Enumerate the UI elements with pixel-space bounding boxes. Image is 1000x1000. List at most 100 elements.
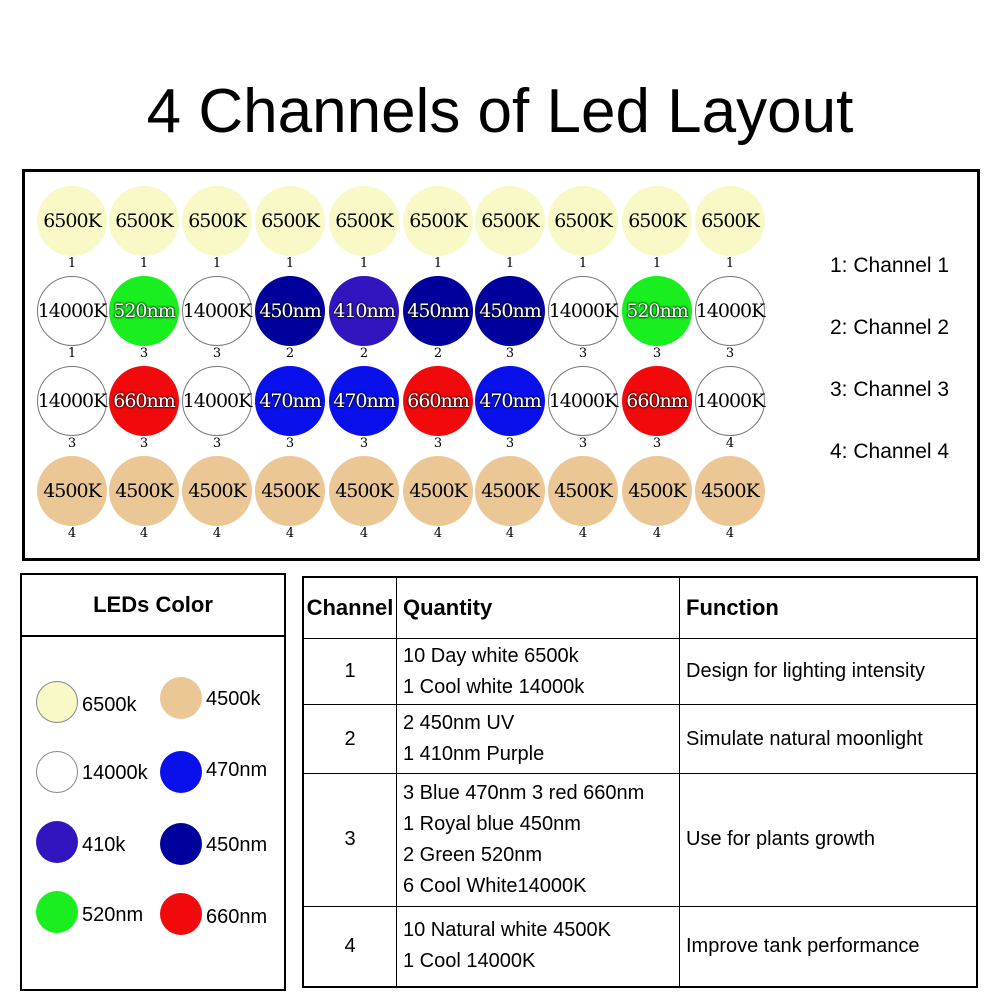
led-circle: 14000K [548,366,618,436]
quantity-line: 6 Cool White14000K [403,874,587,897]
led-circle: 4500K [109,456,179,526]
color-swatch-label: 660nm [206,906,268,928]
led-circle: 6500K [403,186,473,256]
led-circle: 520nm [622,276,692,346]
led-circle: 6500K [622,186,692,256]
led-channel-number: 4 [433,526,443,541]
cell-function: Simulate natural moonlight [679,704,978,774]
led-circle: 660nm [109,366,179,436]
led-channel-number: 1 [652,256,662,271]
led-circle: 6500K [255,186,325,256]
color-swatch [36,821,78,863]
led-channel-number: 1 [67,346,77,361]
quantity-line: 1 Cool 14000K [403,950,536,973]
quantity-line: 2 Green 520nm [403,843,542,866]
led-circle: 14000K [695,366,765,436]
led-channel-number: 1 [725,256,735,271]
led-circle: 6500K [695,186,765,256]
led-channel-number: 4 [725,436,735,451]
led-channel-number: 4 [652,526,662,541]
led-channel-number: 4 [505,526,515,541]
channel-legend-item: 1: Channel 1 [830,254,950,277]
led-channel-number: 1 [67,256,77,271]
led-circle: 4500K [255,456,325,526]
quantity-line: 10 Day white 6500k [403,644,579,667]
led-circle: 450nm [255,276,325,346]
table-header-row: Channel Quantity Function [302,576,978,639]
color-swatch-label: 450nm [206,834,268,856]
led-channel-number: 4 [285,526,295,541]
led-channel-number: 4 [725,526,735,541]
led-circle: 470nm [329,366,399,436]
led-channel-number: 4 [139,526,149,541]
led-circle: 6500K [182,186,252,256]
cell-function: Design for lighting intensity [679,637,978,706]
page-title: 4 Channels of Led Layout [146,77,854,146]
quantity-line: 1 410nm Purple [403,743,545,766]
color-swatch-label: 14000k [82,762,148,784]
color-swatch-label: 6500k [82,694,137,716]
cell-channel: 4 [302,905,397,988]
channel-legend-item: 3: Channel 3 [830,378,950,401]
led-circle: 6500K [329,186,399,256]
color-swatch [160,893,202,935]
header-channel: Channel [302,576,397,639]
quantity-line: 10 Natural white 4500K [403,919,611,942]
cell-function: Improve tank performance [679,905,978,988]
led-circle: 4500K [37,456,107,526]
led-channel-number: 4 [67,526,77,541]
color-swatch-label: 410k [82,834,126,856]
led-circle: 14000K [695,276,765,346]
table-row: 4 10 Natural white 4500K 1 Cool 14000K Impr… [302,905,978,988]
color-swatch [36,891,78,933]
led-circle: 6500K [475,186,545,256]
led-circle: 520nm [109,276,179,346]
led-circle: 4500K [548,456,618,526]
led-circle: 410nm [329,276,399,346]
led-channel-number: 2 [285,346,295,361]
led-channel-number: 3 [212,346,222,361]
table-row: 2 2 450nm UV 1 410nm Purple Simulate natura… [302,704,978,774]
led-channel-number: 4 [578,526,588,541]
quantity-line: 1 Royal blue 450nm [403,812,581,835]
led-channel-number: 3 [578,436,588,451]
led-circle: 6500K [37,186,107,256]
header-quantity: Quantity [396,576,680,639]
header-function: Function [679,576,978,639]
led-circle: 6500K [109,186,179,256]
led-channel-number: 3 [505,346,515,361]
led-channel-number: 1 [359,256,369,271]
led-channel-number: 3 [285,436,295,451]
cell-channel: 3 [302,772,397,907]
cell-channel: 1 [302,637,397,706]
color-swatch [36,751,78,793]
cell-quantity: 10 Natural white 4500K 1 Cool 14000K [396,905,680,988]
led-circle: 14000K [548,276,618,346]
cell-channel: 2 [302,704,397,774]
led-circle: 660nm [622,366,692,436]
led-circle: 4500K [403,456,473,526]
led-circle: 4500K [622,456,692,526]
quantity-line: 2 450nm UV [403,712,515,735]
led-channel-number: 1 [505,256,515,271]
led-channel-number: 1 [285,256,295,271]
led-channel-number: 3 [433,436,443,451]
color-swatch [160,677,202,719]
color-swatch [160,751,202,793]
led-channel-number: 3 [139,346,149,361]
led-channel-number: 3 [652,436,662,451]
led-channel-number: 3 [139,436,149,451]
color-swatch [36,681,78,723]
color-swatch-label: 4500k [206,688,261,710]
channel-legend-item: 2: Channel 2 [830,316,950,339]
led-channel-number: 2 [433,346,443,361]
color-swatch-label: 470nm [206,759,268,781]
led-circle: 14000K [182,366,252,436]
led-channel-number: 3 [505,436,515,451]
led-circle: 660nm [403,366,473,436]
